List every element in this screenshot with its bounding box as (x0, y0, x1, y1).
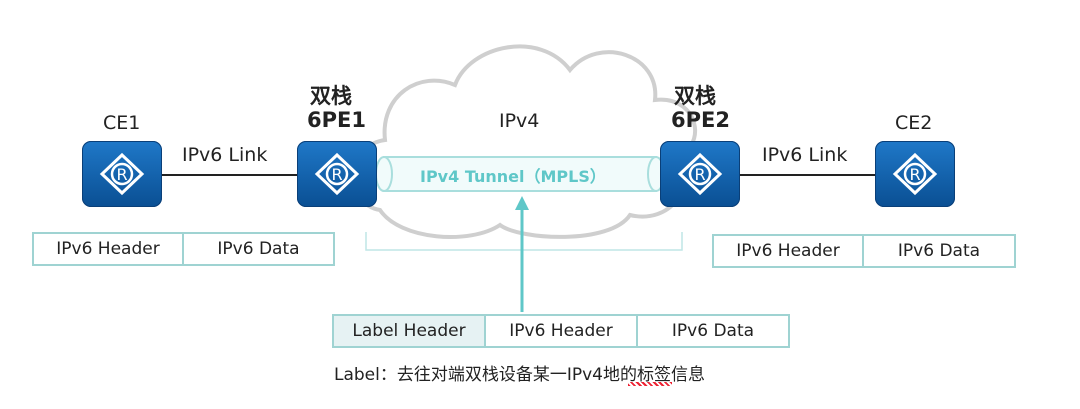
up-arrow (515, 196, 529, 312)
right-packet-data: IPv6 Data (862, 234, 1016, 268)
router-icon: R (677, 152, 723, 196)
right-link-label: IPv6 Link (762, 144, 848, 166)
router-glyph: R (331, 165, 342, 184)
router-icon-ce1: R (82, 141, 162, 207)
router-glyph: R (909, 165, 920, 184)
pe2-label: 6PE2 (671, 108, 730, 132)
router-glyph: R (694, 165, 705, 184)
bottom-packet-header: IPv6 Header (484, 314, 638, 348)
left-packet-data: IPv6 Data (182, 232, 335, 266)
bottom-packet-data: IPv6 Data (636, 314, 790, 348)
ce1-label: CE1 (103, 112, 141, 134)
router-icon-pe1: R (297, 141, 377, 207)
label-note: Label：去往对端双栈设备某一IPv4地的标签信息 (334, 365, 706, 385)
ce2-label: CE2 (895, 112, 933, 134)
router-icon-ce2: R (875, 141, 955, 207)
pe1-dualstack-label: 双栈 (310, 84, 352, 108)
left-packet-header: IPv6 Header (32, 232, 184, 266)
right-packet-header: IPv6 Header (712, 234, 864, 268)
pe1-label: 6PE1 (307, 108, 366, 132)
tunnel-label: IPv4 Tunnel（MPLS） (420, 167, 606, 186)
pe2-dualstack-label: 双栈 (674, 84, 716, 108)
cloud-ipv4-label: IPv4 (499, 110, 540, 132)
router-icon: R (314, 152, 360, 196)
router-glyph: R (116, 165, 127, 184)
router-icon-pe2: R (660, 141, 740, 207)
router-icon: R (892, 152, 938, 196)
brace-line (365, 232, 683, 264)
left-link-label: IPv6 Link (182, 144, 268, 166)
bottom-packet-label-header: Label Header (332, 314, 486, 348)
router-icon: R (99, 152, 145, 196)
spellcheck-underline (628, 382, 672, 386)
